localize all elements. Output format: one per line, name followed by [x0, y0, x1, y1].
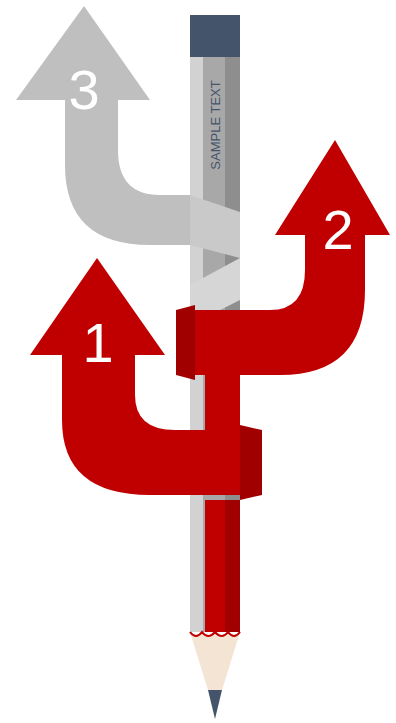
red-ribbon	[240, 425, 262, 500]
grey-ribbon	[190, 195, 240, 258]
red-ribbon	[205, 375, 240, 430]
callout-number: 2	[322, 202, 353, 258]
pencil-lead	[208, 690, 222, 719]
red-ribbon	[225, 500, 240, 632]
arrow-two	[176, 140, 390, 375]
pencil-cap	[190, 15, 240, 57]
pencil-edge	[190, 632, 240, 636]
callout-number: 1	[82, 315, 113, 371]
arrow-one	[30, 258, 262, 495]
pencil-text: SAMPLE TEXT	[209, 80, 222, 169]
arrow-three	[16, 6, 200, 245]
red-ribbon	[176, 305, 195, 380]
pencil-wood	[190, 632, 240, 690]
callout-number: 3	[68, 62, 99, 118]
red-ribbon	[205, 500, 240, 632]
